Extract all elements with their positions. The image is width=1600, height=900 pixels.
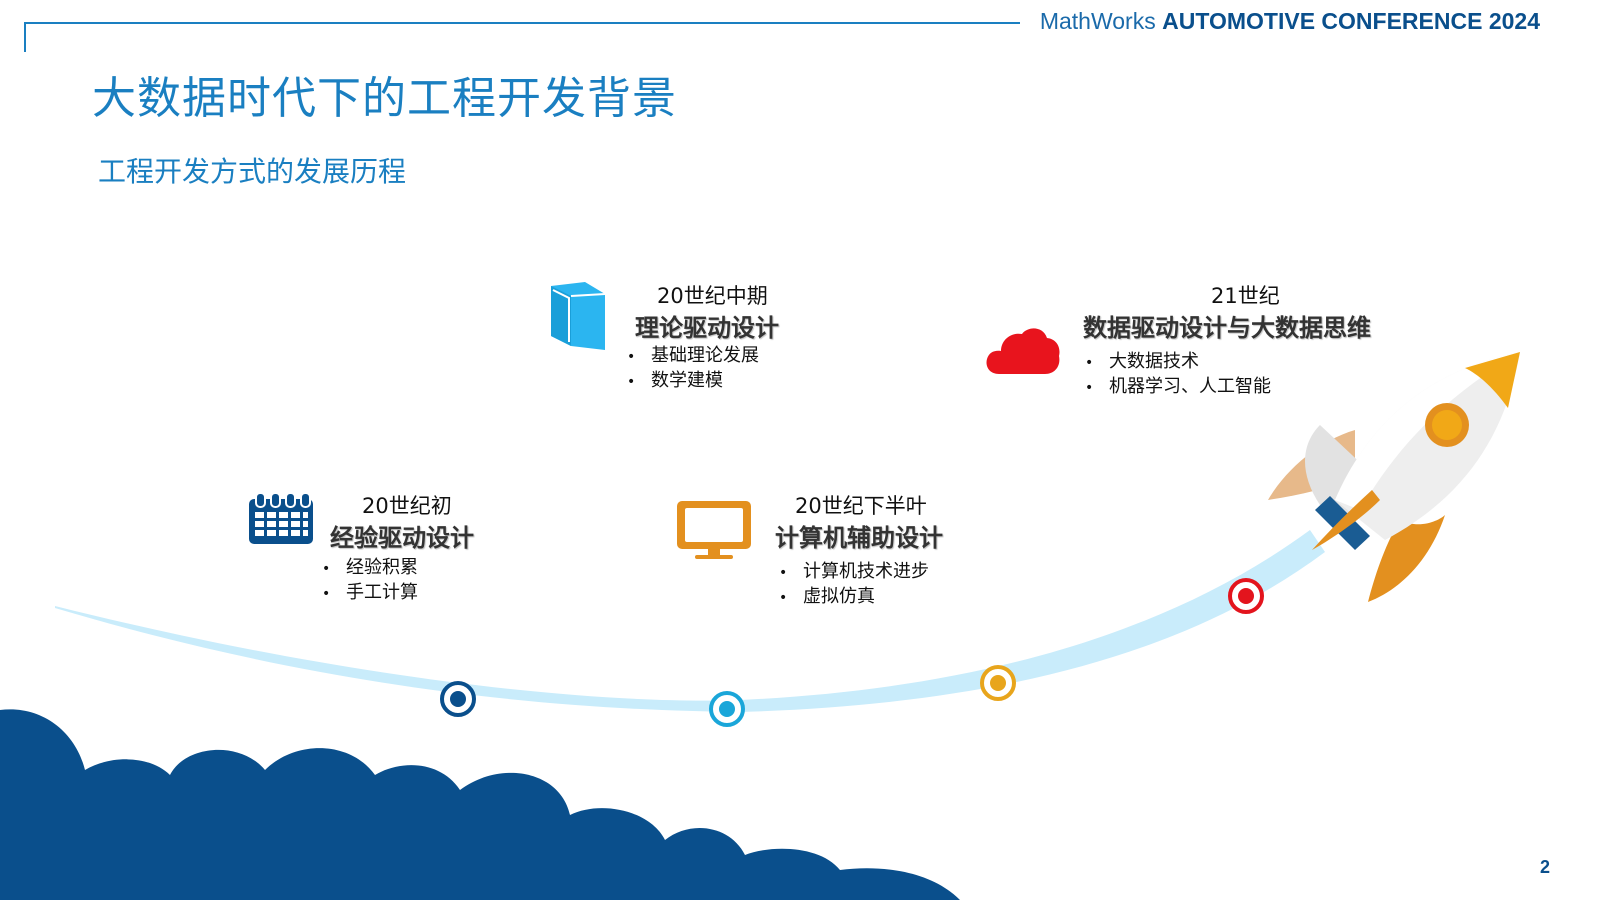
era-period: 20世纪下半叶 (795, 494, 927, 518)
era-heading: 数据驱动设计与大数据思维 (1083, 314, 1371, 342)
slide-title: 大数据时代下的工程开发背景 (92, 73, 677, 124)
era-heading: 计算机辅助设计 (775, 524, 943, 552)
header-rule (24, 22, 1020, 24)
list-item: 经验积累 (322, 556, 418, 581)
slide-subtitle: 工程开发方式的发展历程 (98, 155, 407, 188)
rocket-illustration (1268, 352, 1520, 602)
timeline-marker-1 (440, 681, 476, 717)
monitor-icon (677, 501, 751, 559)
timeline-marker-4 (1228, 578, 1264, 614)
conference-brand-light: MathWorks (1039, 8, 1163, 34)
clouds-illustration (0, 709, 960, 900)
list-item: 虚拟仿真 (779, 585, 929, 610)
timeline-marker-2 (709, 691, 745, 727)
header-rule-corner (24, 22, 26, 52)
list-item: 计算机技术进步 (779, 560, 929, 585)
era-heading: 经验驱动设计 (330, 524, 474, 552)
list-item: 手工计算 (322, 581, 418, 606)
era-period: 20世纪中期 (657, 284, 768, 308)
era-period: 20世纪初 (362, 494, 452, 518)
era-bullets: 经验积累 手工计算 (322, 556, 418, 606)
list-item: 数学建模 (627, 369, 759, 394)
conference-branding: MathWorks AUTOMOTIVE CONFERENCE 2024 (1040, 8, 1540, 35)
timeline-marker-3 (980, 665, 1016, 701)
conference-brand-bold: AUTOMOTIVE CONFERENCE 2024 (1162, 8, 1540, 34)
cloud-icon (986, 328, 1060, 374)
book-icon (551, 282, 606, 350)
era-bullets: 基础理论发展 数学建模 (627, 344, 759, 394)
list-item: 大数据技术 (1085, 350, 1271, 375)
era-heading: 理论驱动设计 (635, 314, 779, 342)
era-period: 21世纪 (1211, 284, 1280, 308)
list-item: 机器学习、人工智能 (1085, 375, 1271, 400)
rocket-trail (55, 530, 1325, 712)
era-bullets: 计算机技术进步 虚拟仿真 (779, 560, 929, 610)
calendar-icon (249, 493, 313, 544)
list-item: 基础理论发展 (627, 344, 759, 369)
page-number: 2 (1539, 857, 1550, 877)
era-bullets: 大数据技术 机器学习、人工智能 (1085, 350, 1271, 400)
